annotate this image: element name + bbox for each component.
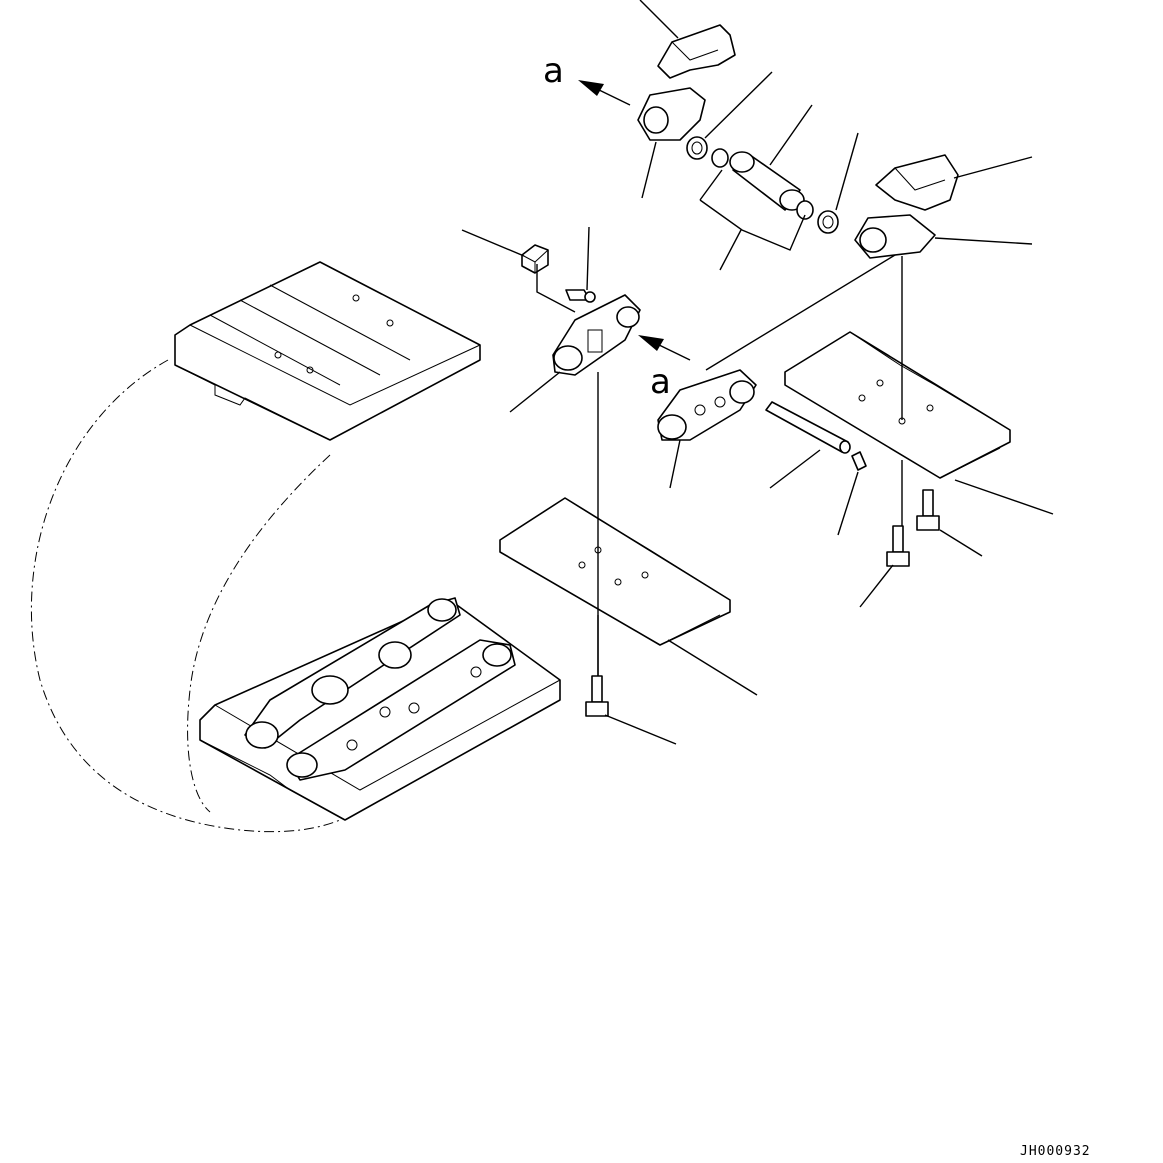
shoe-bolt-right-b bbox=[916, 489, 940, 531]
link-half-right bbox=[854, 214, 936, 259]
link-nut bbox=[521, 244, 549, 274]
seal-ring-right bbox=[817, 210, 839, 234]
view-label-upper: a bbox=[543, 51, 564, 91]
bushing-ring-right bbox=[796, 200, 814, 220]
leader-lines bbox=[461, 0, 1054, 745]
link-half-top bbox=[637, 87, 706, 141]
link-cover-top bbox=[657, 24, 736, 79]
track-shoe-right bbox=[784, 331, 1011, 479]
track-loop-outline bbox=[30, 359, 341, 833]
seal-ring-left bbox=[686, 136, 708, 160]
arrow-middle bbox=[638, 335, 691, 361]
pin-spacer bbox=[851, 451, 867, 471]
track-shoe-center bbox=[499, 497, 731, 646]
bushing bbox=[729, 151, 805, 211]
track-shoe-upper-left bbox=[174, 261, 481, 441]
link-cover-right bbox=[875, 154, 959, 211]
link-bolt bbox=[565, 289, 596, 303]
shoe-bolt-right-a bbox=[886, 525, 910, 567]
view-label-middle: a bbox=[650, 362, 671, 402]
arrow-upper bbox=[578, 80, 631, 106]
track-pin bbox=[765, 401, 851, 454]
bushing-ring-left bbox=[711, 148, 729, 168]
shoe-bolt-center bbox=[585, 675, 609, 717]
master-link-right bbox=[657, 369, 757, 441]
assembled-track-chain bbox=[199, 597, 561, 821]
drawing-code: JH000932 bbox=[1020, 1144, 1091, 1159]
